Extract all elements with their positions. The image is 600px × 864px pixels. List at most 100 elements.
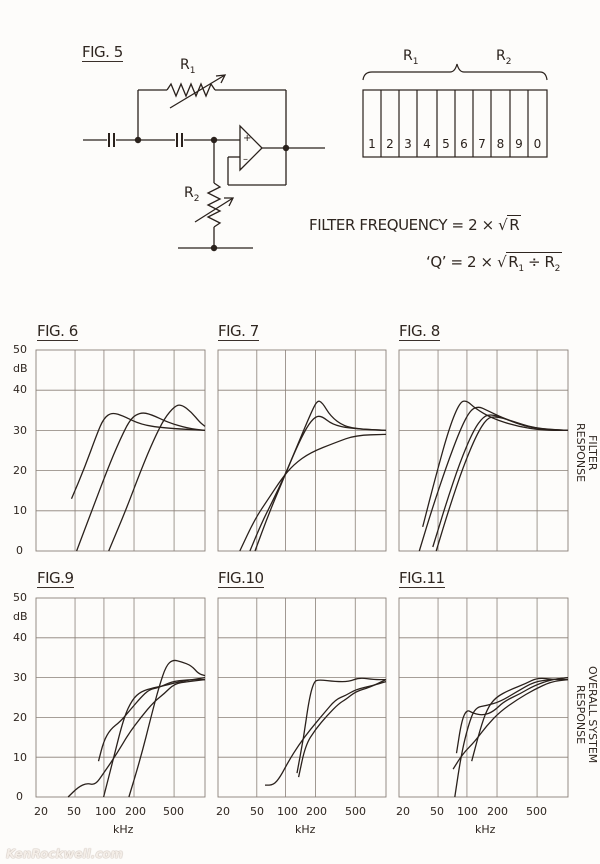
x-unit-label: kHz	[295, 823, 316, 836]
fig8-title: FIG. 8	[399, 322, 440, 341]
ytick-0: 0	[16, 790, 23, 803]
xtick-50: 50	[430, 805, 444, 818]
ytick-40: 40	[13, 383, 27, 396]
xtick-500: 500	[526, 805, 547, 818]
ytick-30: 30	[13, 671, 27, 684]
switch-2[interactable]: 2	[386, 137, 394, 151]
response-curve	[67, 678, 206, 798]
response-curve	[254, 415, 387, 552]
response-curve	[102, 676, 206, 798]
response-curve	[455, 676, 569, 754]
r1-letter: R	[180, 57, 190, 73]
svg-text:+: +	[243, 133, 251, 144]
response-curve	[70, 412, 206, 499]
ytick-40: 40	[13, 631, 27, 644]
y-unit-label: dB	[13, 610, 28, 623]
fig7-plot	[217, 349, 387, 552]
switch-8[interactable]: 8	[496, 137, 505, 151]
response-curve	[249, 400, 387, 552]
formula1-text: FILTER FREQUENCY = 2 ×	[309, 216, 499, 234]
ytick-30: 30	[13, 424, 27, 437]
overall-system-response-label: OVERALL SYSTEM RESPONSE	[574, 666, 599, 764]
switch-4[interactable]: 4	[423, 137, 431, 151]
xtick-100: 100	[457, 805, 478, 818]
q-formula: ‘Q’ = 2 × √R1 ÷ R2	[426, 252, 562, 274]
y-unit-label: dB	[13, 362, 28, 375]
fig11-plot	[398, 597, 569, 798]
switch-r2-subscript: 2	[505, 56, 512, 67]
response-curve	[97, 678, 205, 762]
response-curve	[432, 414, 568, 548]
fig5-title: FIG. 5	[82, 43, 123, 62]
sqrt-icon: √	[498, 216, 508, 234]
xtick-20: 20	[34, 805, 48, 818]
switch-7[interactable]: 7	[478, 137, 486, 151]
fig10-plot	[217, 597, 387, 798]
fig8-plot	[398, 349, 569, 552]
xtick-100: 100	[277, 805, 298, 818]
formula2-r1-sub: 1	[518, 264, 524, 274]
switch-3[interactable]: 3	[404, 137, 412, 151]
sqrt-icon: √	[497, 253, 507, 271]
switch-9[interactable]: 9	[515, 137, 523, 151]
formula2-text: ‘Q’ = 2 ×	[426, 253, 498, 271]
response-curve	[297, 679, 387, 778]
fig9-plot	[35, 597, 206, 798]
xtick-500: 500	[163, 805, 184, 818]
ytick-10: 10	[13, 751, 27, 764]
xtick-200: 200	[306, 805, 327, 818]
filter-frequency-formula: FILTER FREQUENCY = 2 × √R	[309, 215, 522, 234]
r1-label: R1	[180, 57, 195, 76]
xtick-500: 500	[345, 805, 366, 818]
r2-subscript: 2	[193, 193, 200, 204]
switch-6[interactable]: 6	[460, 137, 468, 151]
x-unit-label: kHz	[475, 823, 496, 836]
response-curve	[128, 659, 206, 798]
xtick-200: 200	[125, 805, 146, 818]
switch-0[interactable]: 0	[533, 137, 542, 151]
r1-subscript: 1	[189, 65, 196, 76]
xtick-50: 50	[67, 805, 81, 818]
ytick-20: 20	[13, 464, 27, 477]
ytick-50: 50	[13, 591, 27, 604]
response-curve	[108, 404, 206, 552]
switch-r1-subscript: 1	[412, 56, 419, 67]
svg-text:–: –	[243, 154, 248, 165]
switch-r2-letter: R	[496, 48, 506, 64]
ytick-20: 20	[13, 711, 27, 724]
fig11-title: FIG.11	[399, 569, 445, 588]
r2-label: R2	[184, 185, 199, 204]
response-curve	[265, 680, 387, 786]
formula2-r1: R	[508, 253, 519, 271]
response-curve	[435, 416, 569, 552]
switch-1[interactable]: 1	[368, 137, 376, 151]
fig5-circuit-diagram: + –	[83, 63, 548, 252]
xtick-100: 100	[95, 805, 116, 818]
formula2-r2-sub: 2	[554, 264, 561, 274]
switch-5[interactable]: 5	[442, 137, 450, 151]
filter-response-label: FILTER RESPONSE	[574, 423, 599, 483]
response-curve	[75, 412, 206, 552]
formula1-radicand: R	[507, 215, 522, 234]
xtick-20: 20	[216, 805, 230, 818]
response-curve	[296, 677, 386, 774]
response-curve	[454, 676, 569, 798]
fig9-title: FIG.9	[37, 569, 74, 588]
ytick-0: 0	[16, 544, 23, 557]
switch-r1-letter: R	[403, 48, 413, 64]
ytick-50: 50	[13, 343, 27, 356]
fig10-title: FIG.10	[218, 569, 264, 588]
response-curve	[452, 678, 569, 770]
switch-group-r2-label: R2	[496, 48, 511, 67]
r2-letter: R	[184, 185, 194, 201]
response-curve	[422, 400, 568, 528]
formula2-divide: ÷	[523, 253, 545, 271]
formula2-r2: R	[544, 253, 555, 271]
formula2-radicand: R1 ÷ R2	[506, 252, 562, 274]
fig6-plot	[35, 349, 206, 552]
watermark: KenRockwell.com	[6, 847, 124, 861]
fig7-title: FIG. 7	[218, 322, 259, 341]
fig6-title: FIG. 6	[37, 322, 78, 341]
xtick-200: 200	[487, 805, 508, 818]
